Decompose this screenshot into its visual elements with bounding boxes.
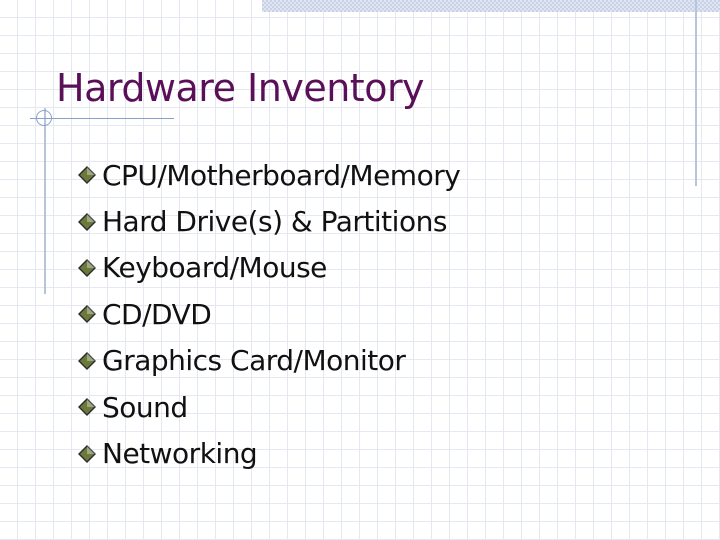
bullet-label: Hard Drive(s) & Partitions [102, 205, 447, 239]
list-item: Networking [78, 430, 460, 476]
bullet-label: Networking [102, 437, 258, 471]
bullet-label: CD/DVD [102, 297, 212, 331]
diamond-bullet-icon [78, 152, 102, 198]
diamond-bullet-icon [78, 338, 102, 384]
list-item: Sound [78, 384, 460, 430]
decorative-right-line [695, 0, 697, 186]
list-item: CPU/Motherboard/Memory [78, 152, 461, 198]
list-item: Hard Drive(s) & Partitions [78, 198, 460, 244]
bullet-label: Graphics Card/Monitor [102, 344, 406, 378]
bullet-label: Sound [102, 390, 188, 424]
decorative-top-bar [262, 0, 720, 12]
diamond-bullet-icon [78, 431, 102, 477]
bullet-label: CPU/Motherboard/Memory [102, 158, 461, 192]
diamond-bullet-icon [78, 199, 102, 245]
decorative-left-line [44, 108, 46, 294]
list-item: Keyboard/Mouse [78, 245, 460, 291]
diamond-bullet-icon [78, 384, 102, 430]
bullet-list: CPU/Motherboard/Memory Hard Drive(s) & P… [78, 152, 461, 477]
diamond-bullet-icon [78, 245, 102, 291]
bullet-label: Keyboard/Mouse [102, 251, 327, 285]
list-item: CD/DVD [78, 291, 460, 337]
list-item: Graphics Card/Monitor [78, 338, 460, 384]
title-underline [30, 118, 174, 119]
crosshair-circle-icon [36, 110, 52, 126]
diamond-bullet-icon [78, 291, 102, 337]
slide-title: Hardware Inventory [56, 66, 425, 110]
